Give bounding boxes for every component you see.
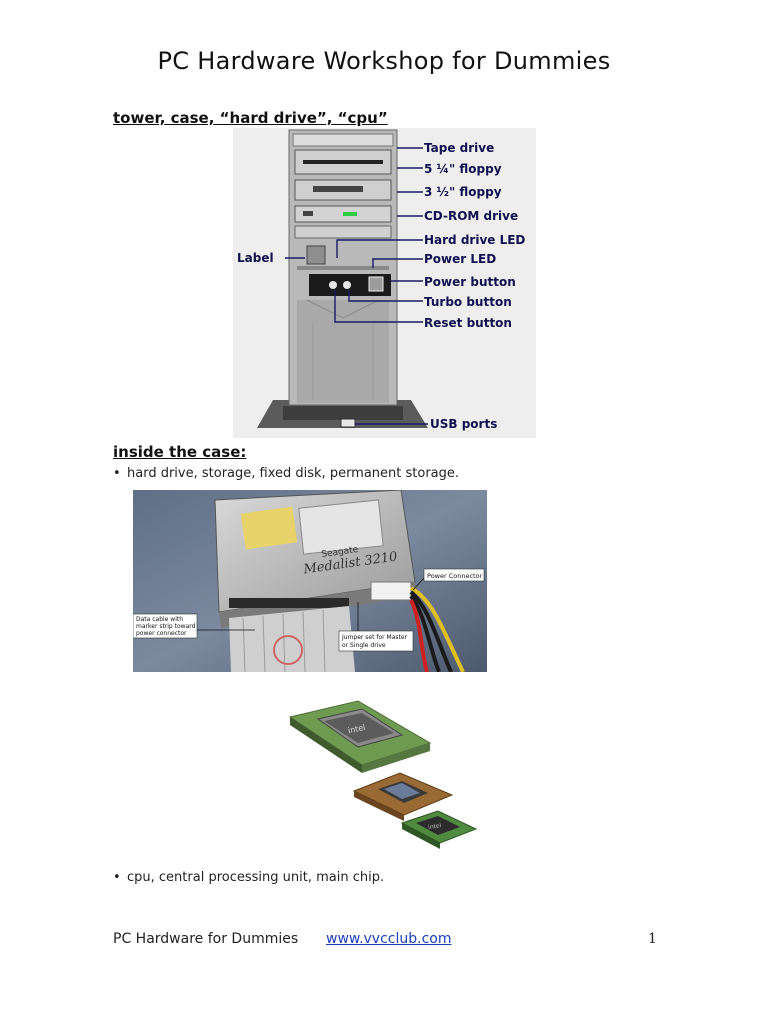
label-floppy-35: 3 ½" floppy: [424, 185, 502, 199]
cpu-illustration: intel intel: [280, 695, 480, 857]
label-usb-ports: USB ports: [430, 417, 497, 431]
hdd-label-jumper-1: Jumper set for Master: [341, 634, 408, 641]
label-power-led: Power LED: [424, 252, 496, 266]
section-heading-tower: tower, case, “hard drive”, “cpu”: [113, 109, 388, 127]
section-heading-inside: inside the case:: [113, 443, 247, 461]
cpu-photo: intel intel: [280, 695, 480, 857]
svg-text:intel: intel: [347, 723, 366, 735]
hdd-label-power-connector: Power Connector: [427, 572, 483, 580]
hard-drive-photo: Medalist 3210 Seagate Power Connector Da…: [133, 490, 487, 672]
hdd-label-data-cable-2: marker strip toward: [136, 623, 196, 630]
footer-left: PC Hardware for Dummies: [113, 931, 299, 947]
svg-text:intel: intel: [428, 822, 443, 831]
label-power-button: Power button: [424, 275, 516, 289]
label-cdrom: CD-ROM drive: [424, 209, 518, 223]
hdd-label-data-cable-3: power connector: [136, 630, 187, 637]
footer-link[interactable]: www.vvcclub.com: [326, 931, 452, 947]
label-label: Label: [237, 251, 274, 265]
hdd-label-data-cable-1: Data cable with: [136, 616, 183, 623]
bullet-icon: •: [113, 870, 121, 885]
bullet-icon: •: [113, 466, 121, 481]
bullet-text: cpu, central processing unit, main chip.: [127, 870, 385, 885]
page-title: PC Hardware Workshop for Dummies: [157, 47, 611, 75]
label-hd-led: Hard drive LED: [424, 233, 525, 247]
list-item: • cpu, central processing unit, main chip…: [113, 870, 384, 885]
hard-drive-illustration: Medalist 3210 Seagate Power Connector Da…: [133, 490, 487, 672]
label-turbo-button: Turbo button: [424, 295, 512, 309]
bullet-text: hard drive, storage, fixed disk, permane…: [127, 466, 460, 481]
label-floppy-525: 5 ¼" floppy: [424, 162, 502, 176]
tower-illustration: Tape drive 5 ¼" floppy 3 ½" floppy CD-RO…: [233, 128, 536, 438]
tower-diagram: Tape drive 5 ¼" floppy 3 ½" floppy CD-RO…: [233, 128, 536, 438]
label-tape-drive: Tape drive: [424, 141, 494, 155]
label-reset-button: Reset button: [424, 316, 512, 330]
hdd-label-jumper-2: or Single drive: [342, 642, 386, 649]
list-item: • hard drive, storage, fixed disk, perman…: [113, 466, 459, 481]
page-number: 1: [648, 931, 657, 947]
